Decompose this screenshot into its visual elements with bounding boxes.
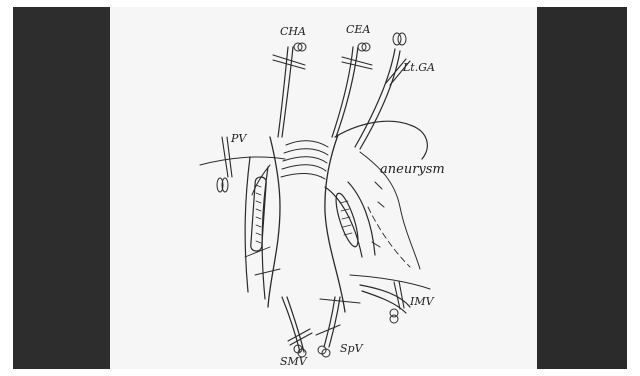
branch-lines <box>200 157 430 303</box>
label-spv: SpV <box>340 342 364 355</box>
label-cha: CHA <box>280 25 306 38</box>
label-cea: CEA <box>346 23 370 36</box>
aneurysm-outline <box>335 121 427 269</box>
spv-vessel <box>316 297 340 357</box>
left-graft <box>245 157 268 299</box>
pv-clip <box>217 137 232 192</box>
vascular-sketch: CHA CEA Lt.GA PV aneurysm IMV SMV SpV <box>110 7 537 369</box>
cea-vessel <box>332 43 372 137</box>
sketch-canvas: CHA CEA Lt.GA PV aneurysm IMV SMV SpV <box>110 7 537 369</box>
label-imv: IMV <box>409 295 435 308</box>
cha-vessel <box>273 43 306 137</box>
label-smv: SMV <box>280 355 308 368</box>
label-aneurysm: aneurysm <box>380 162 445 177</box>
right-graft <box>325 182 375 257</box>
right-pillarbox <box>537 7 627 369</box>
aorta-trunk <box>268 135 345 312</box>
imv-vessel <box>360 281 410 323</box>
video-frame: CHA CEA Lt.GA PV aneurysm IMV SMV SpV <box>13 7 627 369</box>
smv-vessel <box>282 297 312 357</box>
left-pillarbox <box>13 7 110 369</box>
label-pv: PV <box>230 132 247 145</box>
label-ltga: Lt.GA <box>402 61 435 74</box>
